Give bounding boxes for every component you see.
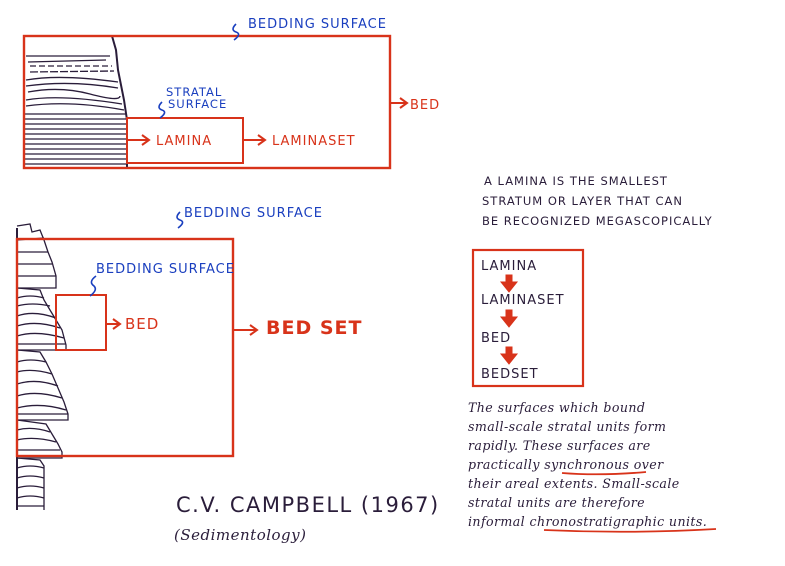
note-chronostratigraphic: chronostratigraphic units: [529, 514, 702, 529]
top-laminaset-label: LAMINASET: [272, 134, 356, 149]
definition-block: A LAMINA IS THE SMALLEST STRATUM OR LAYE…: [482, 174, 713, 228]
note-line-7: informal chronostratigraphic units.: [468, 514, 707, 529]
hierarchy-box: LAMINA LAMINASET BED BEDSET: [471, 248, 585, 388]
hierarchy-item-lamina: LAMINA: [481, 259, 537, 274]
note-line-2: small-scale stratal units form: [468, 419, 666, 434]
citation-block: C.V. CAMPBELL (1967) (Sedimentology): [174, 493, 440, 544]
bottom-bed-set-label: BED SET: [266, 317, 362, 339]
hierarchy-item-bed: BED: [481, 331, 511, 346]
bottom-strata-column: [16, 223, 69, 510]
underline-synchronous: [561, 471, 647, 476]
underline-chronostratigraphic: [543, 528, 717, 533]
bottom-bed-box: [55, 294, 107, 351]
bottom-inner-bedding-surface-label: BEDDING SURFACE: [96, 262, 235, 277]
bottom-diagram: BEDDING SURFACE BEDDING SURFACE BED BED …: [15, 206, 362, 510]
bottom-leaders: [89, 211, 184, 297]
top-leaders: [158, 23, 240, 119]
bottom-bed-label: BED: [125, 315, 159, 333]
top-strata-column: [23, 35, 128, 169]
note-line-5: their areal extents. Small-scale: [468, 476, 680, 491]
definition-line-1: A LAMINA IS THE SMALLEST: [484, 174, 668, 188]
top-stratal-surface-label-1: STRATAL: [166, 85, 222, 99]
hierarchy-item-laminaset: LAMINASET: [481, 293, 565, 308]
note-line-4: practically synchronous over: [468, 457, 664, 472]
top-bed-label: BED: [410, 98, 440, 113]
bottom-bedset-box: [15, 237, 235, 458]
definition-line-2: STRATUM OR LAYER THAT CAN: [482, 194, 683, 208]
bottom-arrows: [107, 318, 259, 336]
note-line-6: stratal units are therefore: [468, 495, 645, 510]
top-stratal-surface-label-2: SURFACE: [168, 97, 227, 111]
definition-line-3: BE RECOGNIZED MEGASCOPICALLY: [482, 214, 713, 228]
note-line-3: rapidly. These surfaces are: [468, 438, 651, 453]
top-lamina-label: LAMINA: [156, 134, 212, 149]
hierarchy-arrows: [499, 274, 519, 365]
top-arrows: [128, 97, 409, 146]
top-laminaset-box: [126, 117, 244, 164]
note-line-1: The surfaces which bound: [468, 400, 645, 415]
top-bedding-surface-label: BEDDING SURFACE: [248, 17, 387, 32]
bottom-bedding-surface-label: BEDDING SURFACE: [184, 206, 323, 221]
top-diagram: BEDDING SURFACE STRATAL SURFACE LAMINA L…: [22, 17, 440, 170]
hierarchy-item-bedset: BEDSET: [481, 367, 539, 382]
note-synchronous: synchronous: [544, 457, 629, 472]
citation-journal: (Sedimentology): [174, 526, 306, 544]
citation-author: C.V. CAMPBELL (1967): [176, 493, 440, 517]
top-bed-box: [22, 34, 392, 170]
note-block: The surfaces which bound small-scale str…: [468, 400, 717, 533]
